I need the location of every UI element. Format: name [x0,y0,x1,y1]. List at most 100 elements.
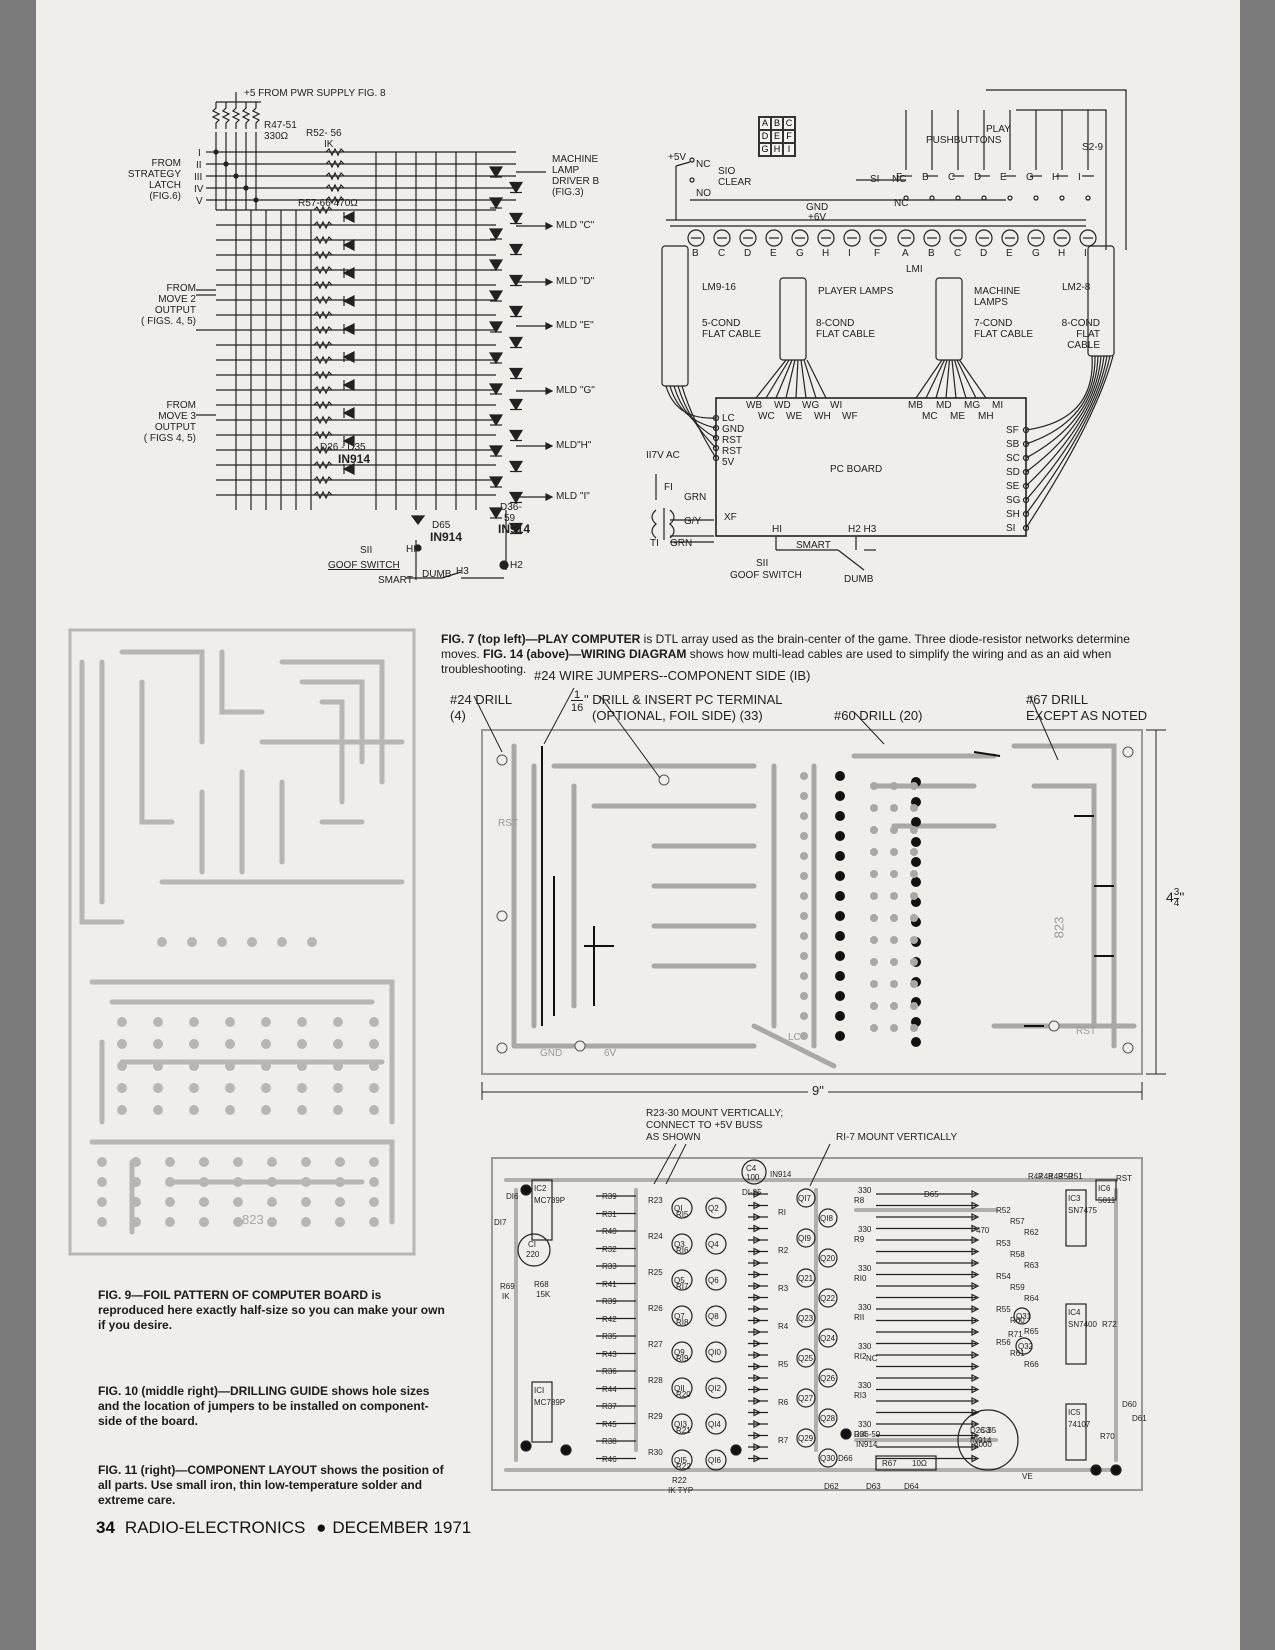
transistor-label: Q30 [820,1454,836,1463]
diode-symbol [971,1339,980,1348]
resistor-symbol [313,235,333,245]
drill-pad [870,1002,878,1010]
transistor-label: Q9 [674,1348,685,1357]
solder-pad [1110,1464,1122,1476]
ic-part-number: 5011 [1098,1196,1116,1205]
diode-symbol [753,1431,762,1440]
player-lamp-letter: B [692,248,699,259]
foil-pad [233,1197,243,1207]
resistor-label: RI4 [854,1430,867,1439]
drill-pad [800,892,808,900]
r23-note-2: CONNECT TO +5V BUSS [646,1120,763,1131]
diode-symbol [508,398,524,411]
drill-hole [835,911,845,921]
mld-e: MLD "E" [556,320,594,331]
fig14-lines [651,89,1127,571]
input-i: I [198,148,201,159]
r47-value: 330Ω [264,131,289,142]
schematic-stroke [775,359,793,399]
from-move2-3: OUTPUT [154,305,196,316]
diode-symbol [971,1408,980,1417]
switch-contact [955,195,961,201]
cable-wire [669,385,717,429]
right-resistor-label: R64 [1024,1294,1039,1303]
top-resistor-label: R47 [1028,1172,1043,1181]
resistor-value: 330 [858,1303,872,1312]
diode-symbol [508,243,524,256]
r23-note-1: R23-30 MOUNT VERTICALLY; [646,1108,784,1119]
diode-symbol [971,1293,980,1302]
diode-symbol [342,323,355,335]
drill-pad [870,782,878,790]
transistor-label: Q28 [820,1414,836,1423]
drill-pad [800,1012,808,1020]
pcb-right-pin: SC [1006,453,1020,464]
drill-hole [835,971,845,981]
diode-symbol [971,1270,980,1279]
transistor-label: QI2 [708,1384,721,1393]
foil-pad [199,1177,209,1187]
drill-pad [800,972,808,980]
dumb-label: DUMB [422,569,452,580]
transistor-label: Q26 [820,1374,836,1383]
height-num: 3 [1173,887,1180,899]
d36-59-value: IN914 [856,1440,878,1449]
drill-pad [890,804,898,812]
diode-symbol [753,1351,762,1359]
foil-pad [225,1039,235,1049]
foil-pad [189,1083,199,1093]
foil-pad [153,1017,163,1027]
left-resistor-label: R33 [602,1262,617,1271]
pcb-right-pin: SB [1006,439,1020,450]
drill-pad [910,870,918,878]
lamp-grid: A B C D E F G H I [758,116,796,157]
grid-d: D [759,130,771,143]
mid-resistor-label-b: RI6 [676,1246,689,1255]
drill-pad [910,914,918,922]
mid-resistor-label: R29 [648,1412,663,1421]
resistor-symbol [313,415,333,425]
schematic-stroke [806,359,827,399]
machine-2: LAMP [552,165,580,176]
mid-resistor-label-b: RI9 [676,1354,689,1363]
cable-wire [1025,355,1114,529]
drill-pad [800,952,808,960]
transistor-outline [796,1188,816,1208]
drill-trace [1011,743,1117,1049]
drill-hole [835,991,845,1001]
foil-pad [153,1061,163,1071]
drill-hole [835,831,845,841]
play-1: PLAY [986,124,1011,135]
diode-symbol [488,383,504,396]
foil-pad [267,1177,277,1187]
machine-lamp-letter: C [954,248,962,259]
resistor-symbol [313,430,333,440]
from-move3-4: ( FIGS 4, 5) [143,433,196,444]
drill16-num: 1 [574,689,581,701]
fig9-text: is reproduced here exactly half-size so … [98,1288,445,1332]
c1-label: CI [528,1240,536,1249]
resistor-symbol [313,475,333,485]
diode-symbol [753,1408,762,1417]
machine-lamp-letter: E [1006,248,1013,259]
foil-pad [117,1083,127,1093]
resistor-symbol [313,370,333,380]
resistor-symbol [313,295,333,305]
foil-pad [131,1217,141,1227]
right-resistor-label: R58 [1010,1250,1025,1259]
grid-h: H [771,143,783,156]
smart-14: SMART [796,540,831,551]
pcb-right-pin: SH [1006,509,1020,520]
diode-symbol [753,1374,762,1382]
pcb-m-pin-top: MI [992,400,1004,411]
drill-pad [910,936,918,944]
machine-lamp-letter: I [1084,248,1087,259]
left-resistor-label: R32 [602,1244,617,1254]
transistor-label: Q6 [708,1276,719,1285]
d63-label: D63 [866,1482,881,1491]
diode-symbol [971,1224,980,1233]
pcb-left-pin: RST [722,435,742,446]
drill24-count: (4) [450,708,466,723]
cable5-2: FLAT CABLE [702,329,762,340]
